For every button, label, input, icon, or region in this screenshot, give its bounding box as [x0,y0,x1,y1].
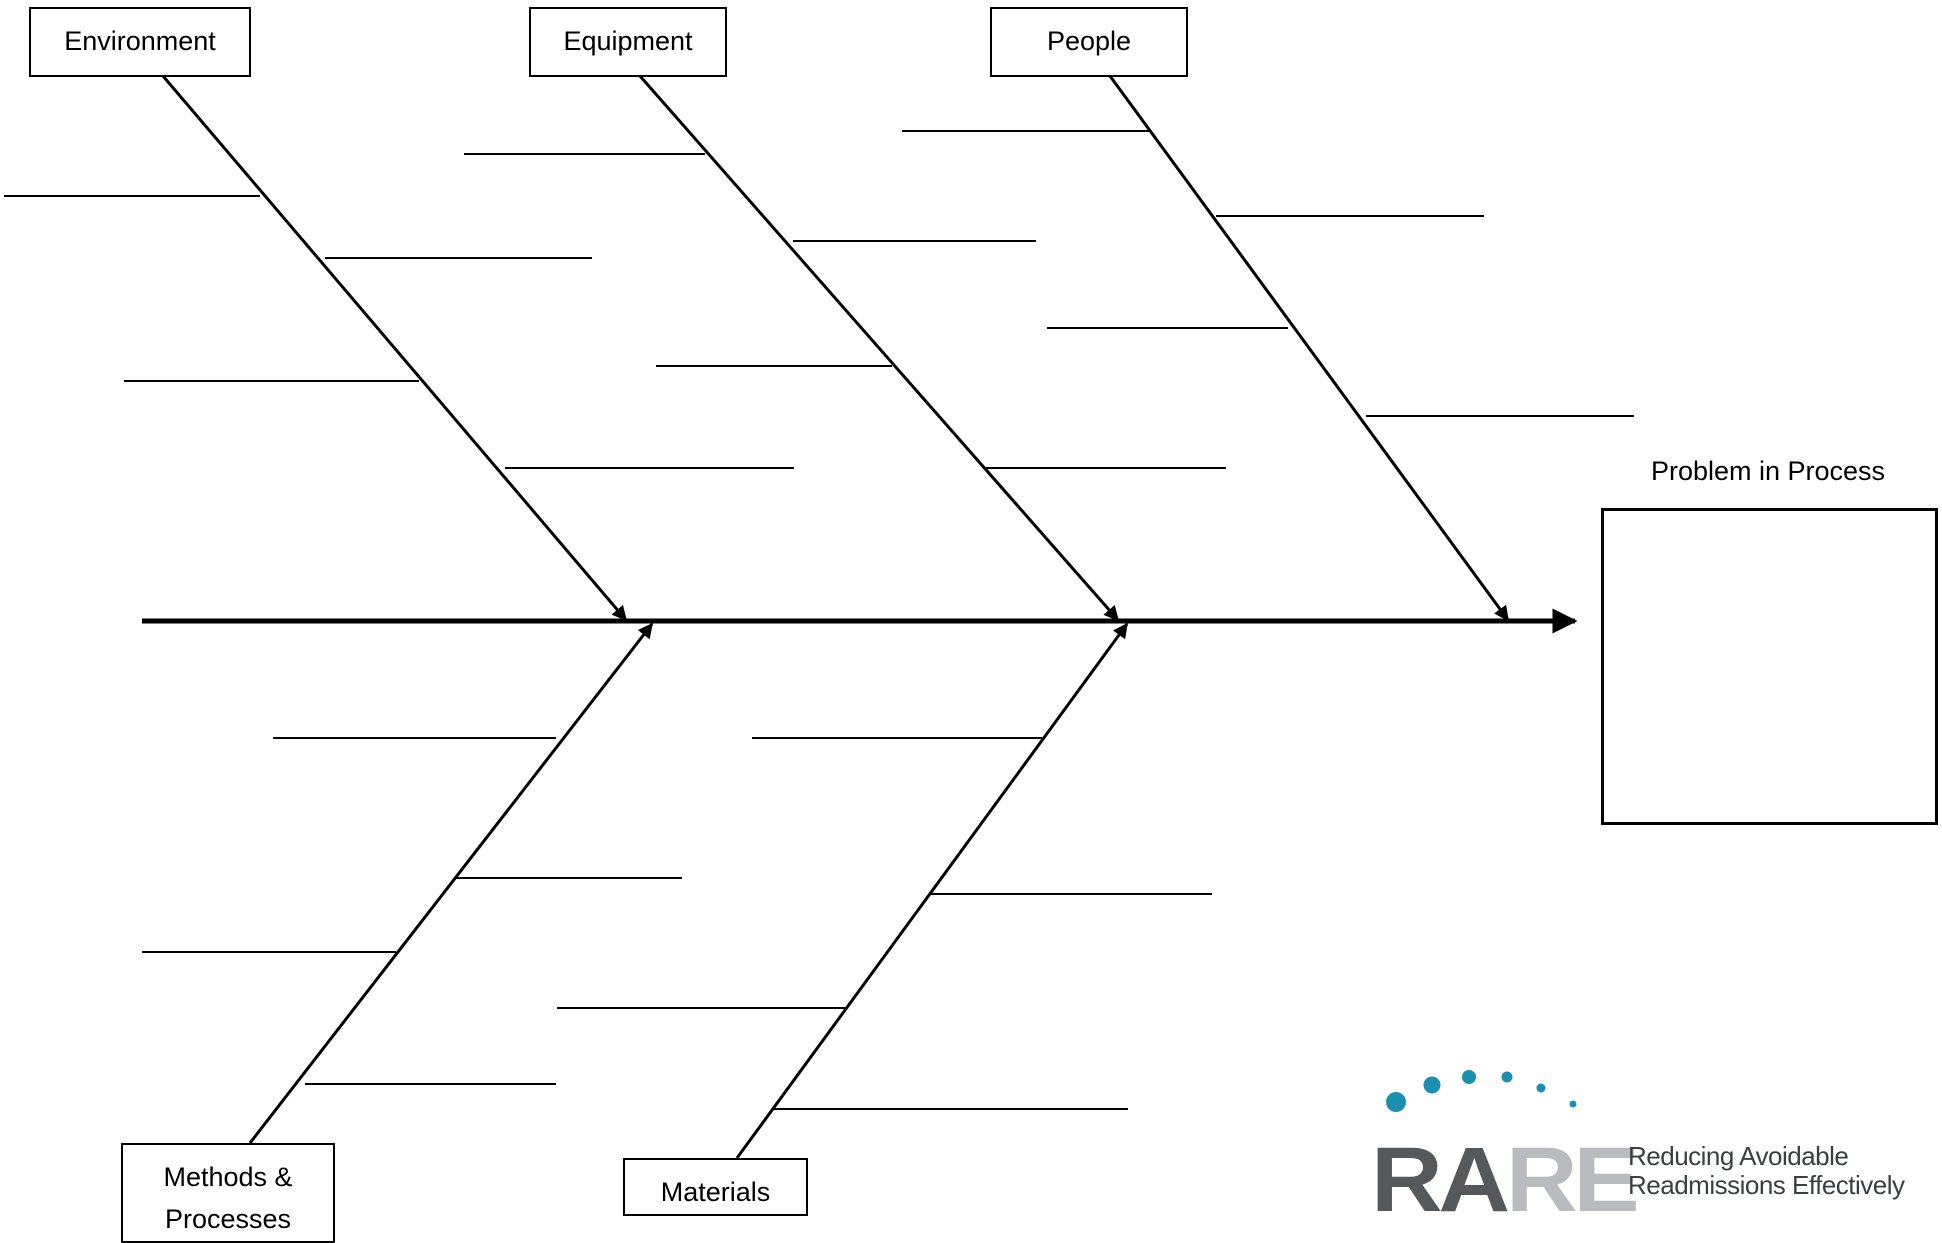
bone-people [1108,75,1510,622]
category-methods-processes: Methods & Processes [121,1143,335,1243]
logo-tagline: Reducing Avoidable Readmissions Effectiv… [1628,1141,1905,1200]
bone-methods [248,622,654,1144]
category-label: People [1046,26,1132,57]
bone-environment [161,75,628,622]
category-environment: Environment [29,7,251,77]
bone-materials [735,622,1129,1159]
bone-equipment [638,75,1120,622]
category-label: Methods & Processes [163,1162,293,1234]
category-equipment: Equipment [529,7,727,77]
logo-dots [1386,1070,1577,1112]
rare-logo: RARE Reducing Avoidable Readmissions Eff… [1368,1068,1928,1228]
category-people: People [990,7,1188,77]
category-label: Environment [64,26,216,57]
category-materials: Materials [623,1158,808,1216]
logo-wordmark: RARE [1371,1129,1640,1231]
category-label: Materials [660,1177,771,1208]
problem-box [1601,508,1938,825]
problem-title: Problem in Process [1650,456,1886,486]
category-label: Equipment [563,26,693,57]
